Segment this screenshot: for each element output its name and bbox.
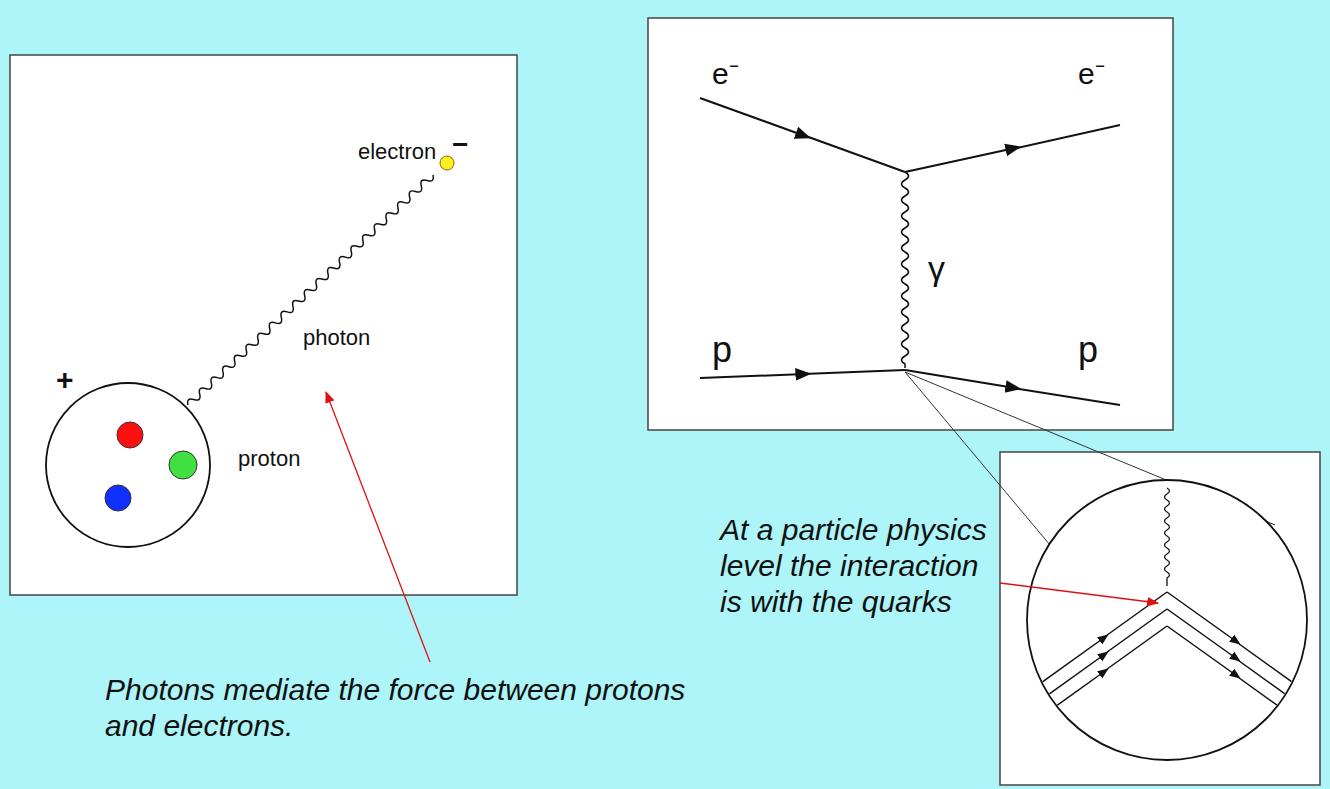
green-quark [169,451,197,479]
zoom-circle [1027,480,1307,760]
fermion-lines [700,98,1120,405]
zoom-photon [1165,488,1170,586]
blue-quark [105,485,131,511]
electron-dot [440,156,454,170]
particle-label: proton [238,446,300,472]
pointer-arrow [326,392,430,662]
particle-label: e⁻ [712,56,739,92]
particle-label: p [712,328,732,371]
note: Photons mediate the force between proton… [105,672,705,744]
red-quark [117,422,143,448]
proton-circle [46,383,210,547]
particle-label: electron [358,139,436,165]
quark-lines [1020,592,1320,736]
photon-propagator [902,172,909,368]
left-panel [10,55,517,595]
note: At a particle physics level the interact… [720,512,1000,620]
feynman-panel [648,18,1173,430]
particle-label: p [1078,328,1098,371]
particle-label: photon [303,325,370,351]
particle-label: e⁻ [1078,56,1105,92]
charge-sign: − [452,128,468,162]
photon-wave [186,172,436,407]
charge-sign: + [56,362,74,398]
boson-label: γ [928,248,945,289]
zoom-panel [1000,452,1320,785]
pointer-arrow [1000,583,1158,603]
